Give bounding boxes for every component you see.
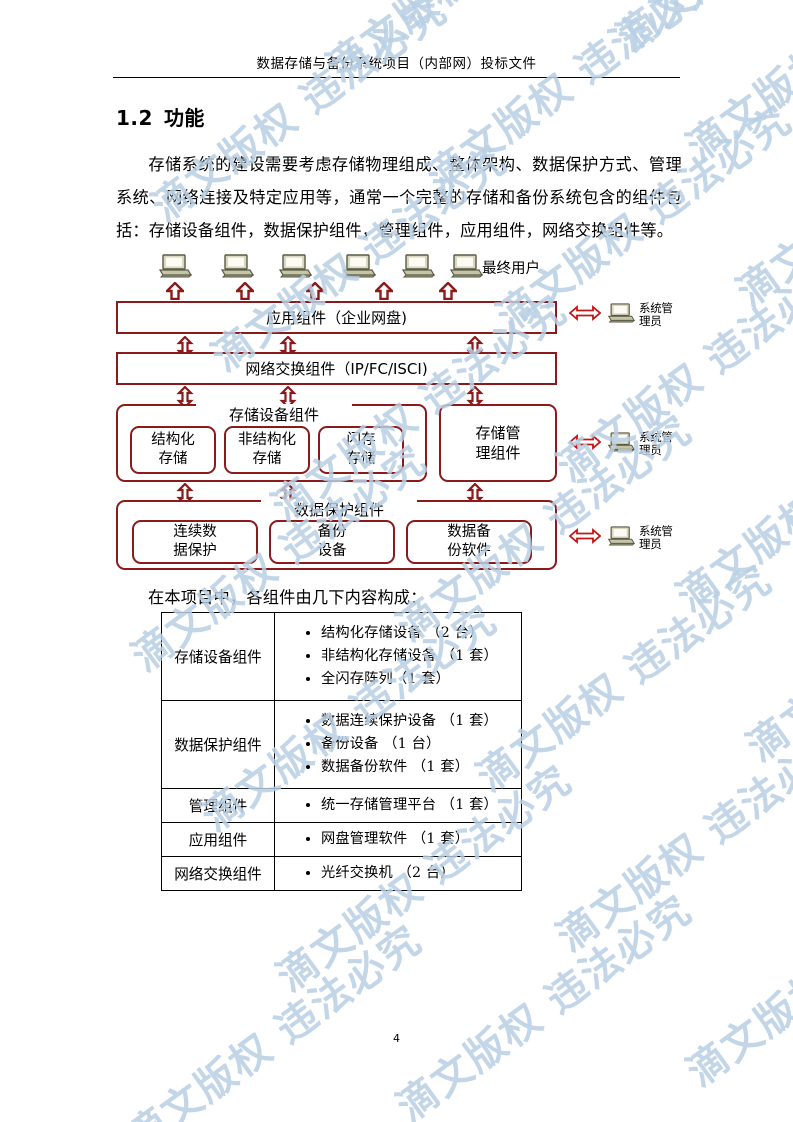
laptop-icon xyxy=(220,254,254,278)
table-row: 应用组件 网盘管理软件 （1 套） xyxy=(161,822,522,857)
arrow-bidirectional-icon xyxy=(568,433,602,454)
list-item: 数据备份软件 （1 套） xyxy=(321,759,517,776)
arrow-up-icon xyxy=(437,281,459,304)
page-header: 数据存储与备份系统项目（内部网）投标文件 xyxy=(113,52,680,78)
arrow-bidirectional-icon xyxy=(568,527,602,548)
list-item: 光纤交换机 （2 台） xyxy=(321,865,517,882)
table-cell-category: 管理组件 xyxy=(161,788,275,823)
table-intro-text: 在本项目中，各组件由几下内容构成： xyxy=(148,588,427,607)
data-protection-group-title: 数据保护组件 xyxy=(261,499,417,520)
admin-group-application: 系统管 理员 xyxy=(568,301,673,328)
table-row: 管理组件 统一存储管理平台 （1 套） xyxy=(161,788,522,823)
continuous-data-protection-box: 连续数 据保护 xyxy=(132,520,258,564)
admin-group-storage: 系统管 理员 xyxy=(568,430,673,457)
arrow-up-icon xyxy=(373,281,395,304)
storage-management-component-box: 存储管 理组件 xyxy=(439,404,557,482)
table-cell-category: 应用组件 xyxy=(161,822,275,857)
laptop-icon xyxy=(449,254,483,278)
table-cell-items: 网盘管理软件 （1 套） xyxy=(274,822,522,857)
storage-device-group-title: 存储设备组件 xyxy=(196,404,352,425)
arrow-up-icon xyxy=(164,281,186,304)
list-item: 网盘管理软件 （1 套） xyxy=(321,831,517,848)
admin-label: 系统管 理员 xyxy=(639,301,673,328)
page-title: 1.2 功能 xyxy=(116,102,205,131)
page-number: 4 xyxy=(393,1032,400,1045)
table-cell-category: 存储设备组件 xyxy=(161,612,275,701)
list-item: 统一存储管理平台 （1 套） xyxy=(321,797,517,814)
arrow-up-icon xyxy=(304,281,326,304)
application-component-box: 应用组件（企业网盘) xyxy=(116,301,557,334)
arrow-up-icon xyxy=(234,281,256,304)
header-title: 数据存储与备份系统项目（内部网）投标文件 xyxy=(256,56,537,72)
laptop-icon xyxy=(158,254,192,278)
list-item: 非结构化存储设备 （1 套） xyxy=(321,648,517,665)
list-item: 结构化存储设备 （2 台） xyxy=(321,625,517,642)
header-rule xyxy=(113,77,680,78)
laptop-icon xyxy=(607,525,636,550)
table-cell-category: 数据保护组件 xyxy=(161,700,275,789)
body-paragraph: 存储系统的建设需要考虑存储物理组成、整体架构、数据保护方式、管理系统、网络连接及… xyxy=(116,155,682,240)
flash-storage-box: 闪存 存储 xyxy=(318,426,404,474)
list-item: 备份设备 （1 台） xyxy=(321,736,517,753)
end-user-label: 最终用户 xyxy=(482,261,540,277)
list-item: 数据连续保护设备 （1 套） xyxy=(321,713,517,730)
laptop-icon xyxy=(607,302,636,327)
admin-label: 系统管 理员 xyxy=(639,430,673,457)
table-cell-items: 结构化存储设备 （2 台） 非结构化存储设备 （1 套） 全闪存阵列（1 套） xyxy=(274,612,522,701)
structured-storage-box: 结构化 存储 xyxy=(130,426,216,474)
table-row: 存储设备组件 结构化存储设备 （2 台） 非结构化存储设备 （1 套） 全闪存阵列（1… xyxy=(161,612,522,701)
backup-software-box: 数据备 份软件 xyxy=(406,520,532,564)
network-switching-component-box: 网络交换组件（IP/FC/ISCI) xyxy=(116,352,557,385)
laptop-icon xyxy=(342,254,376,278)
table-row: 网络交换组件 光纤交换机 （2 台） xyxy=(161,856,522,891)
laptop-icon xyxy=(607,431,636,456)
component-table: 存储设备组件 结构化存储设备 （2 台） 非结构化存储设备 （1 套） 全闪存阵列（1… xyxy=(161,612,522,891)
arrow-bidirectional-icon xyxy=(568,304,602,325)
table-cell-category: 网络交换组件 xyxy=(161,856,275,891)
backup-device-box: 备份 设备 xyxy=(269,520,395,564)
section-title-text: 功能 xyxy=(163,106,205,130)
list-item: 全闪存阵列（1 套） xyxy=(321,671,517,688)
table-cell-items: 光纤交换机 （2 台） xyxy=(274,856,522,891)
unstructured-storage-box: 非结构化 存储 xyxy=(224,426,310,474)
section-number: 1.2 xyxy=(116,106,153,130)
architecture-diagram: 最终用户 应用组件（企业网盘) 系统管 理员 xyxy=(116,248,686,578)
table-cell-items: 数据连续保护设备 （1 套） 备份设备 （1 台） 数据备份软件 （1 套） xyxy=(274,700,522,789)
table-row: 数据保护组件 数据连续保护设备 （1 套） 备份设备 （1 台） 数据备份软件 （1 … xyxy=(161,700,522,789)
laptop-icon xyxy=(278,254,312,278)
table-cell-items: 统一存储管理平台 （1 套） xyxy=(274,788,522,823)
laptop-icon xyxy=(401,254,435,278)
admin-label: 系统管 理员 xyxy=(639,524,673,551)
admin-group-protection: 系统管 理员 xyxy=(568,524,673,551)
